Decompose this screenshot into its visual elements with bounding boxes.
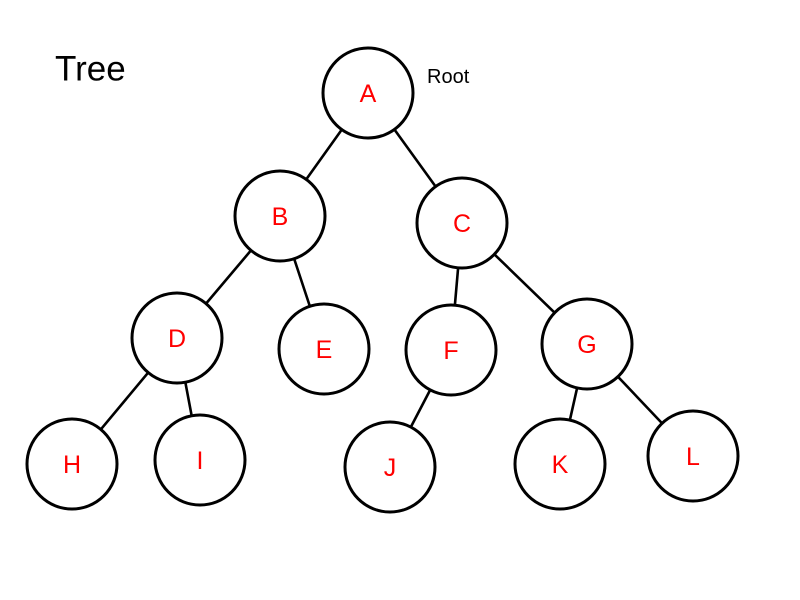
tree-edge-a-b [304,127,344,182]
tree-node-c[interactable]: C [415,176,509,270]
node-circle-a[interactable] [321,46,415,140]
node-circle-c[interactable] [415,176,509,270]
tree-node-i[interactable]: I [153,413,247,507]
tree-edge-b-e [292,256,312,309]
tree-edge-g-k [568,385,579,423]
node-circle-h[interactable] [25,417,119,511]
tree-node-f[interactable]: F [404,303,498,397]
node-label-h: H [63,451,81,479]
node-circle-i[interactable] [153,413,247,507]
node-circle-f[interactable] [404,303,498,397]
node-label-k: K [552,451,569,479]
node-label-g: G [577,331,596,359]
node-label-b: B [272,203,289,231]
node-circle-b[interactable] [233,169,327,263]
tree-node-a[interactable]: A [321,46,415,140]
node-circle-j[interactable] [343,420,437,514]
node-circle-g[interactable] [540,297,634,391]
tree-node-l[interactable]: L [646,409,740,503]
tree-node-g[interactable]: G [540,297,634,391]
node-label-l: L [686,443,700,471]
tree-node-j[interactable]: J [343,420,437,514]
tree-edge-g-l [615,374,665,426]
node-label-d: D [168,325,186,353]
tree-edge-d-i [183,379,194,419]
tree-edge-d-h [98,370,151,432]
node-label-a: A [360,80,377,108]
node-circle-e[interactable] [277,302,371,396]
tree-edge-f-j [409,387,432,430]
nodes-layer: A B C D E F G H I J K L [25,46,740,514]
tree-node-d[interactable]: D [130,291,224,385]
tree-node-k[interactable]: K [513,417,607,511]
tree-node-h[interactable]: H [25,417,119,511]
edges-layer [98,127,665,432]
node-label-c: C [453,210,471,238]
tree-edge-b-d [204,248,253,306]
annotations-layer: Root [427,66,470,88]
page-title: Tree [55,50,126,89]
tree-node-e[interactable]: E [277,302,371,396]
tree-node-b[interactable]: B [233,169,327,263]
node-label-f: F [443,337,458,365]
tree-edge-a-c [392,127,438,189]
node-label-j: J [384,454,397,482]
tree-edge-c-g [492,252,557,315]
root-annotation: Root [427,66,470,88]
node-circle-d[interactable] [130,291,224,385]
node-label-i: I [197,447,204,475]
node-circle-l[interactable] [646,409,740,503]
node-label-e: E [316,336,333,364]
node-circle-k[interactable] [513,417,607,511]
tree-edge-c-f [453,265,460,308]
